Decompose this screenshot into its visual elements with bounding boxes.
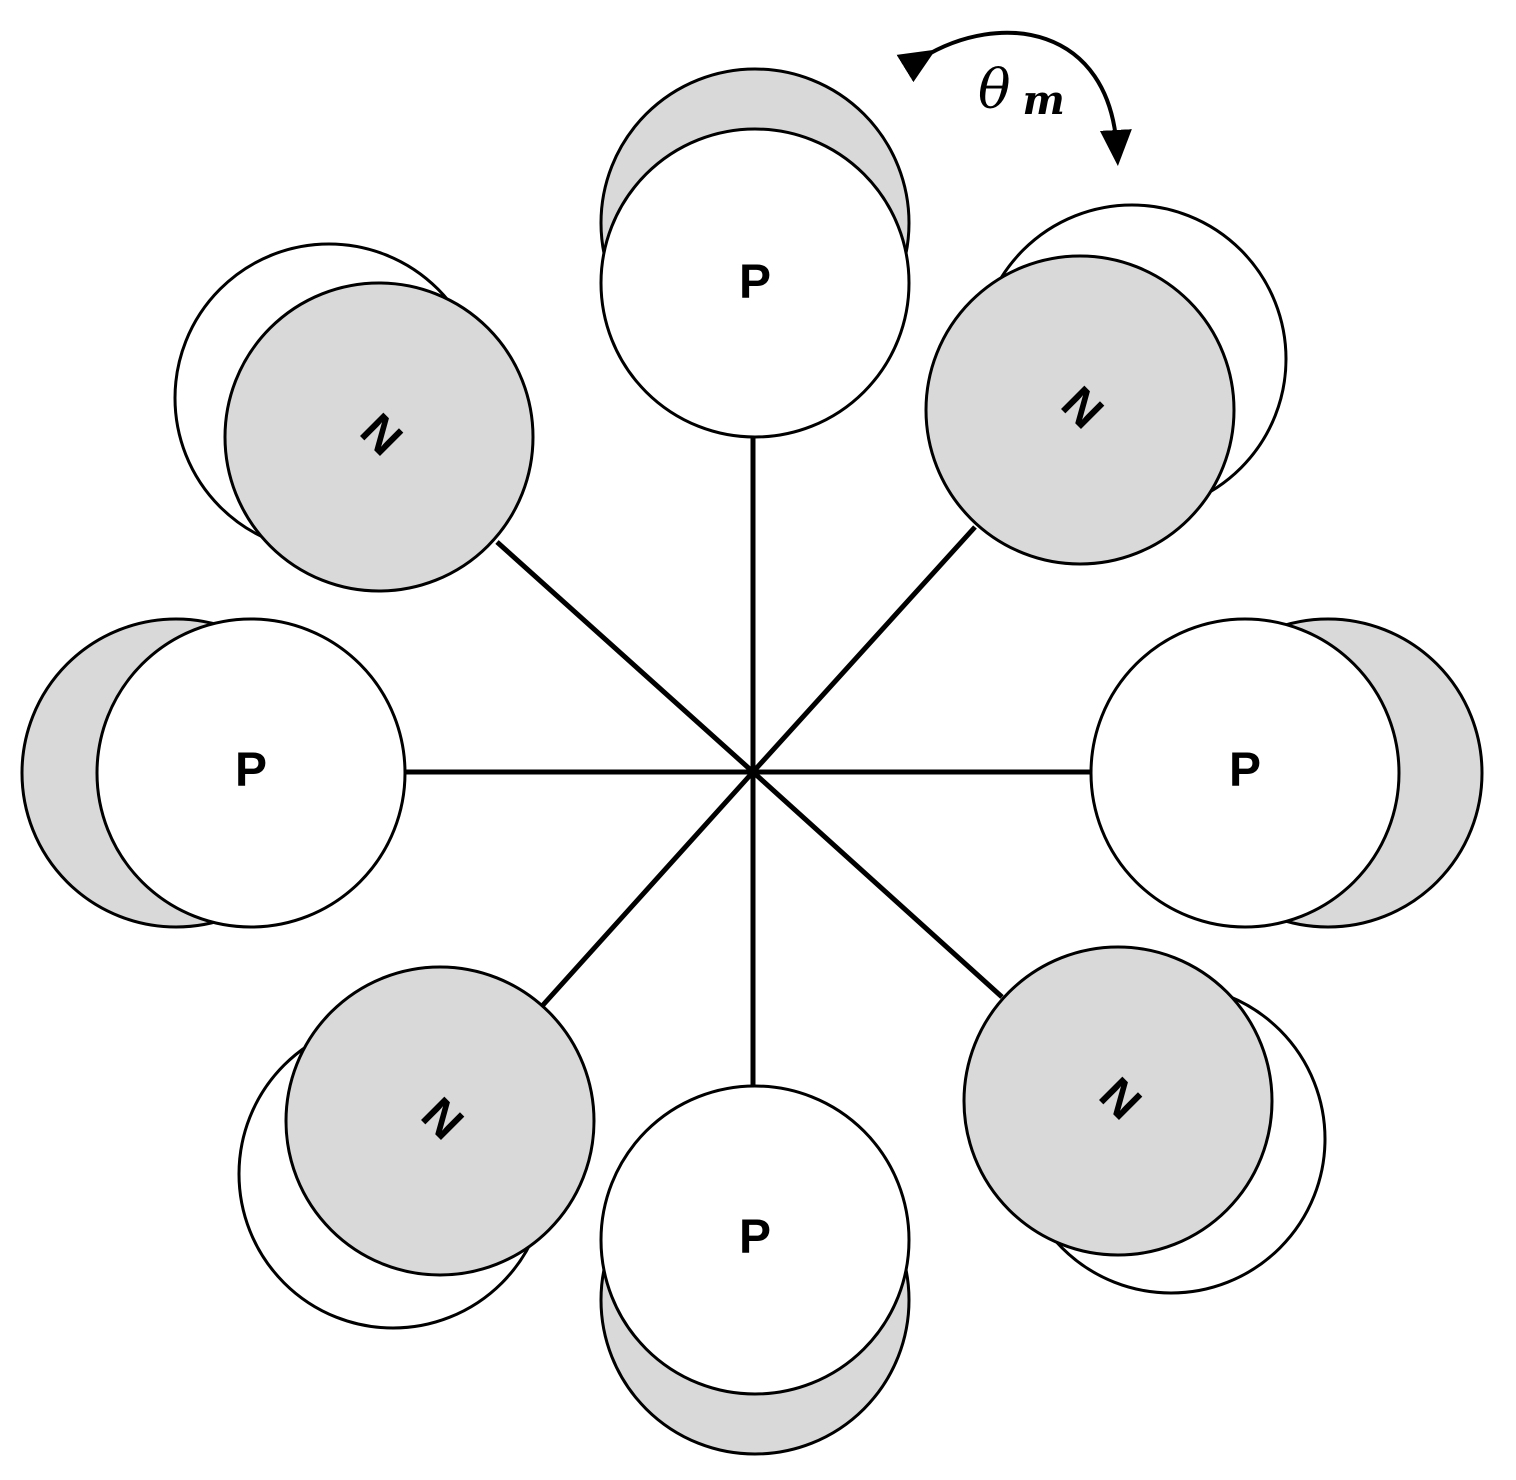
pole-right: P bbox=[1089, 617, 1484, 929]
pole-top-right: N bbox=[924, 203, 1288, 566]
pole-top-right-body bbox=[924, 254, 1236, 566]
spoke-bottom-right bbox=[751, 770, 1004, 999]
pole-bottom-right: N bbox=[962, 945, 1327, 1295]
spoke-top-left bbox=[495, 540, 755, 774]
pole-top-left-body bbox=[223, 281, 535, 593]
pole-bottom-left: N bbox=[237, 965, 596, 1330]
spoke-top-right bbox=[751, 525, 977, 774]
pole-bottom: P bbox=[599, 1084, 911, 1456]
pole-left-body bbox=[95, 617, 407, 929]
pole-top-body bbox=[599, 127, 911, 439]
angle-label: θ m bbox=[978, 58, 1065, 124]
pole-bottom-right-body bbox=[962, 945, 1274, 1257]
pole-left-label: P bbox=[235, 744, 267, 797]
angle-symbol: θ bbox=[978, 58, 1011, 121]
pole-top-left: N bbox=[173, 242, 535, 593]
rotation-indicator: θ m bbox=[896, 30, 1132, 166]
pole-bottom-body bbox=[599, 1084, 911, 1396]
pole-top: P bbox=[599, 67, 911, 439]
pole-bottom-label: P bbox=[739, 1211, 771, 1264]
center-hub bbox=[748, 767, 758, 777]
spokes bbox=[405, 436, 1090, 1087]
spoke-bottom-left bbox=[541, 770, 755, 1007]
curved-double-arrow-icon bbox=[896, 30, 1132, 166]
pole-top-label: P bbox=[739, 256, 771, 309]
pole-right-label: P bbox=[1229, 744, 1261, 797]
pole-left: P bbox=[20, 617, 407, 929]
pole-right-body bbox=[1089, 617, 1401, 929]
pole-bottom-left-body bbox=[284, 965, 596, 1277]
angle-subscript: m bbox=[1023, 77, 1065, 124]
